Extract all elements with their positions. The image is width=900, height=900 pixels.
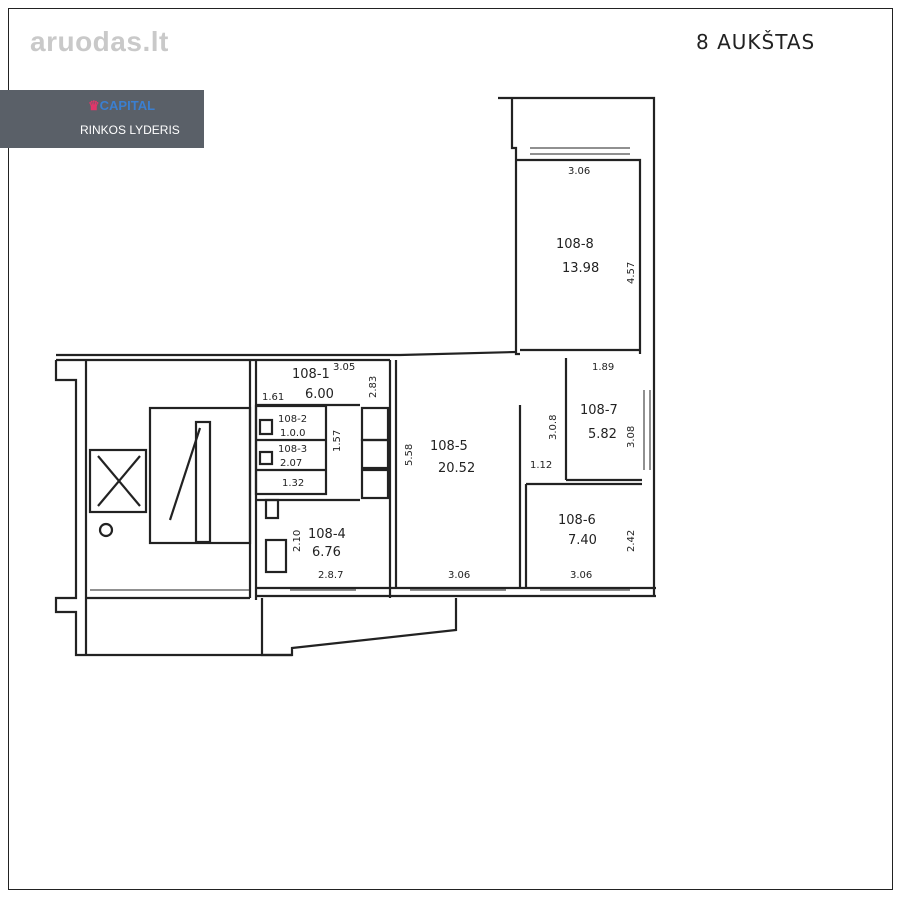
wall-stair-outer xyxy=(54,360,292,657)
room-108-5-id: 108-5 xyxy=(430,439,468,454)
aruodas-watermark: aruodas.lt xyxy=(30,26,169,58)
stair-column xyxy=(98,522,114,538)
dim-3-06-right: 3.06 xyxy=(570,570,592,581)
dim-1-61: 1.61 xyxy=(262,392,284,403)
dimension-labels: 3.06 4.57 3.05 1.61 2.83 1.89 3.0.8 3.08… xyxy=(262,166,637,581)
dim-3-08: 3.08 xyxy=(626,426,637,448)
dim-2-10: 2.10 xyxy=(292,530,303,552)
room-108-1-id: 108-1 xyxy=(292,367,330,382)
wall-top-room-left xyxy=(510,98,520,356)
room-108-8-area: 13.98 xyxy=(562,261,599,276)
kitchen-sink-icon xyxy=(264,498,280,520)
stair-arrow xyxy=(168,427,202,521)
dim-4-57: 4.57 xyxy=(626,262,637,284)
capital-logo: ♛CAPITAL xyxy=(88,98,155,114)
room-108-6-area: 7.40 xyxy=(568,533,597,548)
room-108-7-id: 108-7 xyxy=(580,403,618,418)
vent-shaft-1 xyxy=(360,406,390,442)
room-108-6-id: 108-6 xyxy=(558,513,596,528)
dim-1-89: 1.89 xyxy=(592,362,614,373)
room-108-2-id: 108-2 xyxy=(278,414,307,425)
elevator-cross-2 xyxy=(97,455,141,507)
wall-room-8-inner xyxy=(516,158,642,354)
crown-icon: ♛ xyxy=(88,98,100,113)
capital-banner: ♛CAPITAL RINKOS LYDERIS xyxy=(0,90,204,148)
vent-shaft-3 xyxy=(360,468,390,500)
stair-handrail xyxy=(194,420,212,544)
watermark-suffix: .lt xyxy=(142,26,169,57)
room-108-7-area: 5.82 xyxy=(588,427,617,442)
toilet-icon xyxy=(258,418,274,436)
floor-title: 8 AUKŠTAS xyxy=(696,30,816,54)
banner-tagline: RINKOS LYDERIS xyxy=(80,123,180,137)
room-108-2-area: 1.0.0 xyxy=(280,428,305,439)
dim-3-06-bottom: 3.06 xyxy=(448,570,470,581)
dim-1-12: 1.12 xyxy=(530,460,552,471)
room-108-3-area: 2.07 xyxy=(280,458,302,469)
watermark-site: aruodas xyxy=(30,26,143,57)
wall-top-main xyxy=(56,350,517,357)
dim-1-32: 1.32 xyxy=(282,478,304,489)
dim-2-42: 2.42 xyxy=(626,530,637,552)
balcony xyxy=(260,598,458,657)
walls xyxy=(54,96,656,657)
dim-3-0-8: 3.0.8 xyxy=(548,415,559,440)
wall-right-outer xyxy=(498,96,656,595)
dim-1-57: 1.57 xyxy=(332,430,343,452)
dim-3-06-top: 3.06 xyxy=(568,166,590,177)
room-108-4-area: 6.76 xyxy=(312,545,341,560)
bath-block xyxy=(254,404,328,496)
room-labels: 108-1 6.00 108-2 1.0.0 108-3 2.07 108-4 … xyxy=(278,237,618,560)
dim-5-58: 5.58 xyxy=(404,444,415,466)
vent-shaft-2 xyxy=(360,438,390,470)
elevator-shaft xyxy=(88,448,148,514)
room-108-5-area: 20.52 xyxy=(438,461,475,476)
dim-3-05: 3.05 xyxy=(333,362,355,373)
sink-icon xyxy=(258,450,274,466)
stove-icon xyxy=(264,538,288,574)
dim-2-8-7: 2.8.7 xyxy=(318,570,343,581)
room-108-4-id: 108-4 xyxy=(308,527,346,542)
room-108-3-id: 108-3 xyxy=(278,444,307,455)
brand-text: CAPITAL xyxy=(99,98,156,113)
room-108-8-id: 108-8 xyxy=(556,237,594,252)
dim-2-83: 2.83 xyxy=(368,376,379,398)
room-108-1-area: 6.00 xyxy=(305,387,334,402)
windows xyxy=(90,147,651,591)
drawing-frame xyxy=(8,8,893,890)
